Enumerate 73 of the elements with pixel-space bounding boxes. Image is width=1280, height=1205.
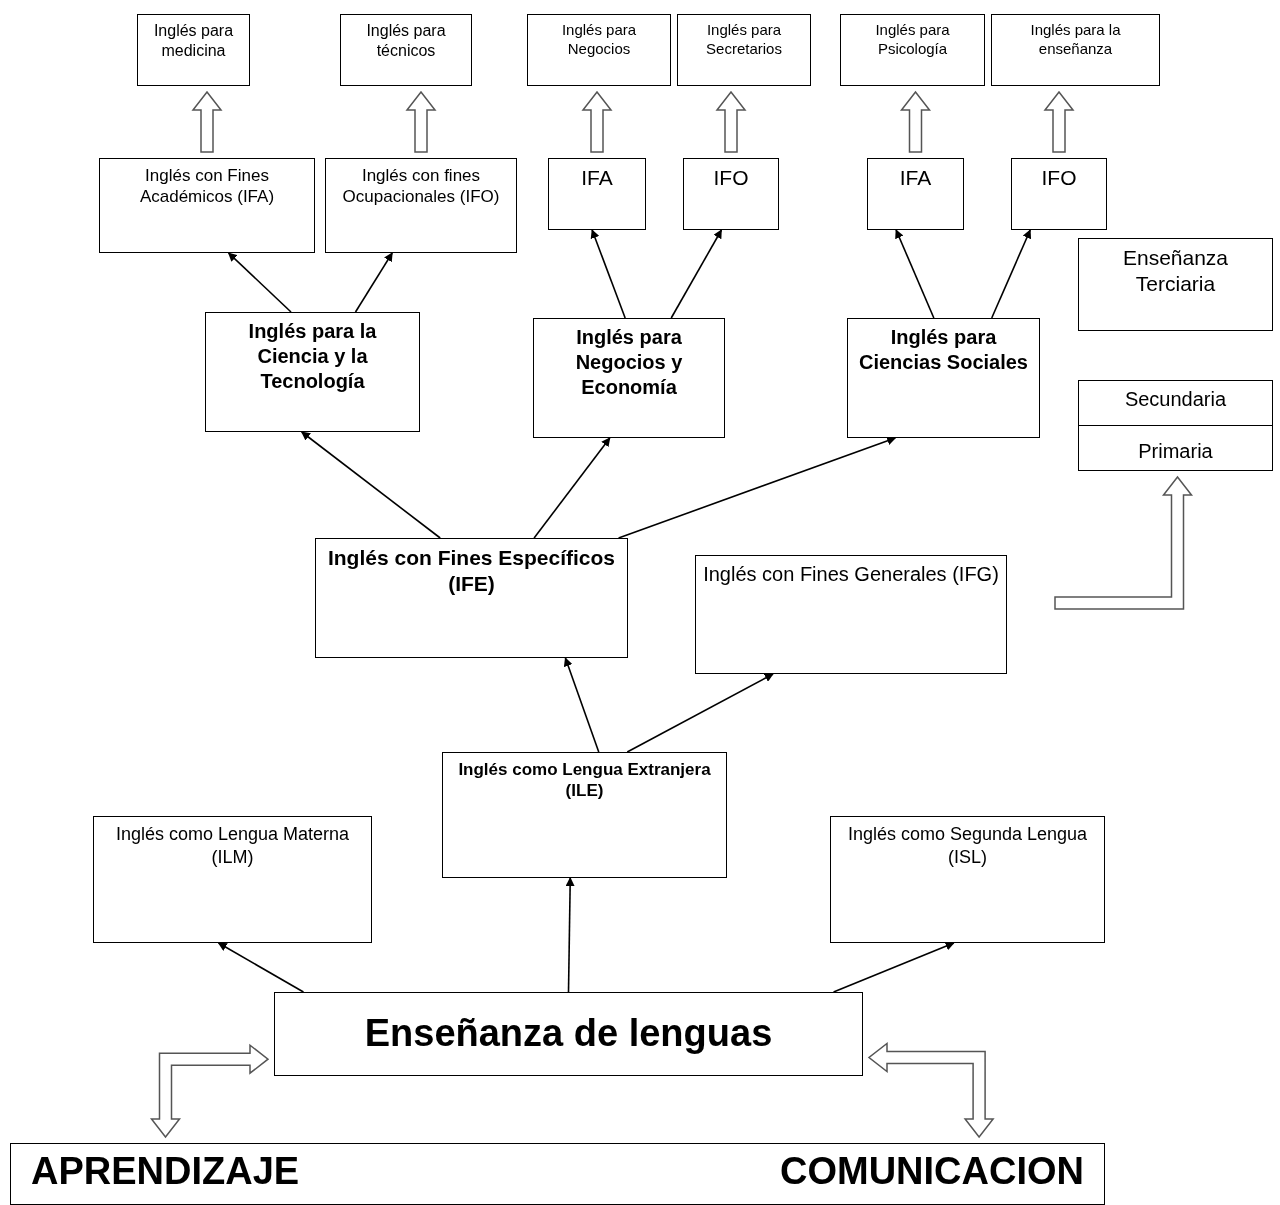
process-box [1078, 238, 1273, 331]
box-label: Inglés para Negocios y Economía [574, 325, 684, 400]
process-box [315, 538, 628, 658]
process-box [548, 158, 646, 230]
process-box [840, 14, 985, 86]
process-box [847, 318, 1040, 438]
arrow [895, 229, 935, 319]
arrow [533, 437, 611, 539]
process-box [205, 312, 420, 432]
box-label: Primaria [1138, 438, 1213, 464]
box-label: Inglés como Segunda Lengua (ISL) [846, 823, 1089, 868]
block-arrow [581, 90, 613, 153]
box-label: IFO [713, 165, 749, 191]
arrow [990, 229, 1032, 319]
box-label: Inglés para Psicología [874, 21, 951, 59]
box-label: Inglés para técnicos [365, 21, 447, 61]
box-label: Secundaria [1124, 387, 1227, 413]
arrow [565, 877, 575, 993]
arrow [563, 657, 600, 753]
box-label: Inglés con fines Ocupacionales (IFO) [341, 165, 501, 208]
block-arrow [405, 90, 437, 153]
block-arrow [715, 90, 747, 153]
box-label: IFO [1041, 165, 1077, 191]
process-box [991, 14, 1160, 86]
process-box [137, 14, 250, 86]
process-box [830, 816, 1105, 943]
box-label: Inglés para Secretarios [705, 21, 783, 59]
box-label: Inglés con Fines Generales (IFG) [703, 562, 999, 587]
process-box [93, 816, 372, 943]
arrow [590, 229, 626, 319]
arrow [670, 229, 723, 319]
block-arrow [867, 1041, 995, 1139]
box-label: Inglés para la enseñanza [1029, 21, 1122, 59]
box-label: Inglés como Lengua Extranjera (ILE) [457, 759, 712, 802]
box-label: APRENDIZAJE [31, 1149, 300, 1194]
box-label: Enseñanza de lenguas [364, 1011, 773, 1057]
process-box [274, 992, 863, 1076]
process-box [1011, 158, 1107, 230]
process-box [340, 14, 472, 86]
process-box [533, 318, 725, 438]
process-box [325, 158, 517, 253]
box-label: Inglés para la Ciencia y la Tecnología [247, 319, 378, 394]
arrow [217, 942, 305, 993]
arrow [617, 436, 897, 539]
process-box [677, 14, 811, 86]
process-box [1078, 380, 1273, 471]
process-box [695, 555, 1007, 674]
box-label: Inglés con Fines Específicos (IFE) [326, 545, 617, 598]
box-label: COMUNICACION [780, 1149, 1084, 1194]
box-label: Inglés para medicina [152, 21, 235, 61]
block-arrow [1043, 90, 1075, 153]
box-label: Enseñanza Terciaria [1121, 245, 1230, 298]
block-arrow [899, 90, 932, 153]
process-box [99, 158, 315, 253]
block-arrow [1054, 475, 1194, 610]
arrow [227, 252, 292, 313]
arrow [300, 431, 441, 539]
box-label: Inglés con Fines Académicos (IFA) [138, 165, 276, 208]
process-box [683, 158, 779, 230]
box-label: Inglés para Ciencias Sociales [858, 325, 1029, 375]
process-box [442, 752, 727, 878]
arrow [626, 673, 774, 753]
process-box [867, 158, 964, 230]
box-label: Inglés como Lengua Materna (ILM) [114, 823, 351, 868]
process-box [527, 14, 671, 86]
block-arrow [191, 90, 223, 153]
arrow [832, 941, 955, 993]
arrow [354, 252, 393, 313]
box-label: IFA [581, 165, 613, 191]
box-label: IFA [899, 165, 932, 191]
block-arrow [149, 1043, 270, 1139]
process-box [10, 1143, 1105, 1205]
box-label: Inglés para Negocios [560, 21, 638, 59]
